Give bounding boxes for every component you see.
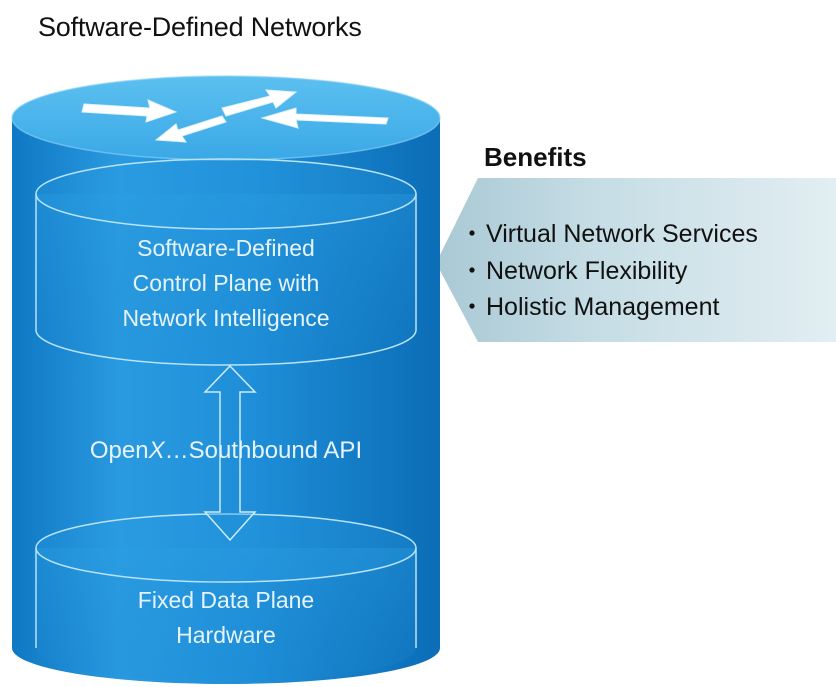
api-label-italic: X [148, 437, 166, 464]
api-label: OpenX…Southbound API [90, 437, 362, 464]
benefit-item: Virtual Network Services [486, 220, 758, 248]
benefits-panel [436, 178, 836, 342]
data-plane-line2: Hardware [176, 622, 276, 648]
bullet-icon [469, 267, 475, 273]
control-plane-cylinder [35, 158, 417, 366]
benefit-item: Holistic Management [486, 293, 719, 321]
network-cylinder [11, 75, 441, 684]
data-plane-line1: Fixed Data Plane [138, 587, 314, 613]
bullet-icon [469, 303, 475, 309]
double-arrow-icon [203, 364, 257, 542]
cylinder-top [12, 76, 440, 160]
data-plane-cylinder [35, 513, 417, 682]
control-plane-line2: Control Plane with [133, 270, 320, 296]
benefits-arrow-icon [436, 178, 836, 342]
control-plane-line3: Network Intelligence [122, 305, 329, 331]
benefits-heading: Benefits [484, 142, 587, 172]
router-arrows-icon [81, 89, 389, 143]
api-label-prefix: Open [90, 437, 149, 464]
control-plane-line1: Software-Defined [137, 235, 315, 261]
benefits-list: Virtual Network Services Network Flexibi… [469, 220, 758, 321]
bullet-icon [469, 230, 475, 236]
api-label-suffix: …Southbound API [165, 437, 362, 464]
diagram-title: Software-Defined Networks [38, 12, 362, 42]
benefit-item: Network Flexibility [486, 257, 688, 285]
